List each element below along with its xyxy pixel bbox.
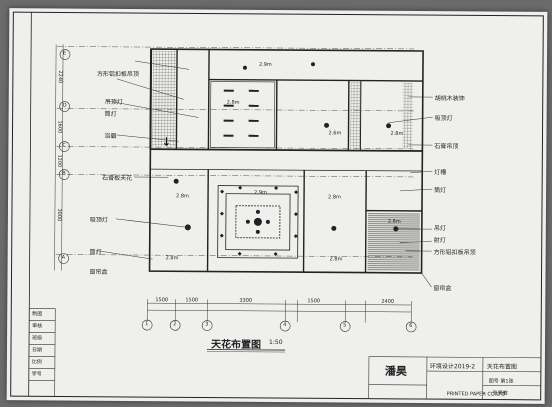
axis-row-label: A xyxy=(61,254,66,261)
axis-col-label: 3 xyxy=(205,321,209,328)
height-tag: 2.9m xyxy=(258,61,272,68)
label-right-1: 吸顶灯 xyxy=(434,115,453,123)
label-left-0: 吊顶灯 xyxy=(104,98,123,106)
height-tag: 2.6m xyxy=(328,130,342,137)
tb-row1: 图号 第1张 xyxy=(488,378,514,385)
dim-left: 3000 xyxy=(55,208,62,222)
axis-col-label: 5 xyxy=(343,322,347,329)
label-left-4: 吸顶灯 xyxy=(89,216,108,224)
axis-row-label: D xyxy=(62,102,67,109)
dim-bottom: 2400 xyxy=(381,298,395,305)
kitchen-grid-ceiling xyxy=(367,212,420,271)
ceiling-plan-drawing xyxy=(10,11,544,401)
label-left-2: 浴霸 xyxy=(104,132,117,140)
left-cell: 制图 xyxy=(32,311,43,318)
left-cell: 审核 xyxy=(32,323,43,330)
axis-col-label: 4 xyxy=(283,322,287,329)
label-right-4: 筒灯 xyxy=(434,187,447,195)
left-cell: 比例 xyxy=(31,359,42,366)
dim-bottom: 1500 xyxy=(185,297,199,304)
dim-left: 2240 xyxy=(56,70,63,84)
left-cell: 班级 xyxy=(32,335,43,342)
bath-grid-ceiling xyxy=(152,51,177,148)
left-cell: 学号 xyxy=(31,371,42,378)
label-right-7: 方形铝扣板吊顶 xyxy=(433,249,476,257)
axis-col-label: 6 xyxy=(409,322,413,329)
height-tag: 2.8m xyxy=(176,193,189,200)
tb-drawing-name: 天花布置图 xyxy=(486,363,517,371)
student-name: 潘昊 xyxy=(384,364,407,378)
label-left-5: 筒灯 xyxy=(89,248,102,256)
label-right-0: 胡桃木装饰 xyxy=(434,95,465,103)
axis-col-label: 1 xyxy=(145,321,149,328)
height-tag: 2.8m xyxy=(165,255,179,262)
label-left-1: 筒灯 xyxy=(104,110,117,118)
label-right-bottom: 窗帘盒 xyxy=(433,285,452,293)
label-right-3: 灯槽 xyxy=(434,169,447,177)
axis-row-label: E xyxy=(63,50,67,57)
drawing-scale: 1:50 xyxy=(269,338,283,347)
label-right-6: 射灯 xyxy=(433,237,446,245)
axis-col-label: 2 xyxy=(173,321,177,328)
dim-left: 1200 xyxy=(56,154,63,168)
dim-bottom: 1500 xyxy=(155,297,169,304)
drawing-sheet: 方形铝扣板吊顶 吊顶灯 筒灯 浴霸 石膏板天花 吸顶灯 筒灯 窗帘盒 胡桃木装饰… xyxy=(6,8,548,404)
label-top-left: 方形铝扣板吊顶 xyxy=(96,70,139,79)
height-tag: 2.8m xyxy=(329,256,343,263)
height-tag: 2.6m xyxy=(387,218,401,225)
class-name: 环境设计2019-2 xyxy=(429,363,476,371)
axis-row-label: C xyxy=(62,142,66,149)
label-left-6: 窗帘盒 xyxy=(89,268,108,276)
dim-left: 1600 xyxy=(56,120,63,134)
drawing-title: 天花布置图 xyxy=(210,339,262,351)
height-tag: 2.8m xyxy=(226,99,240,106)
axis-row-label: B xyxy=(62,170,66,177)
label-right-2: 石膏吊顶 xyxy=(434,143,459,151)
height-tag: 2.8m xyxy=(328,194,341,201)
dim-bottom: 1500 xyxy=(307,298,321,305)
height-tag: 2.9m xyxy=(254,189,267,196)
tb-footer: PRINTED PAPER CO.LTD xyxy=(446,391,506,398)
label-left-3: 石膏板天花 xyxy=(102,174,133,182)
label-right-5: 吊灯 xyxy=(433,225,446,233)
dim-bottom: 3300 xyxy=(239,297,253,304)
height-tag: 2.8m xyxy=(390,130,404,137)
left-cell: 日期 xyxy=(31,347,43,354)
